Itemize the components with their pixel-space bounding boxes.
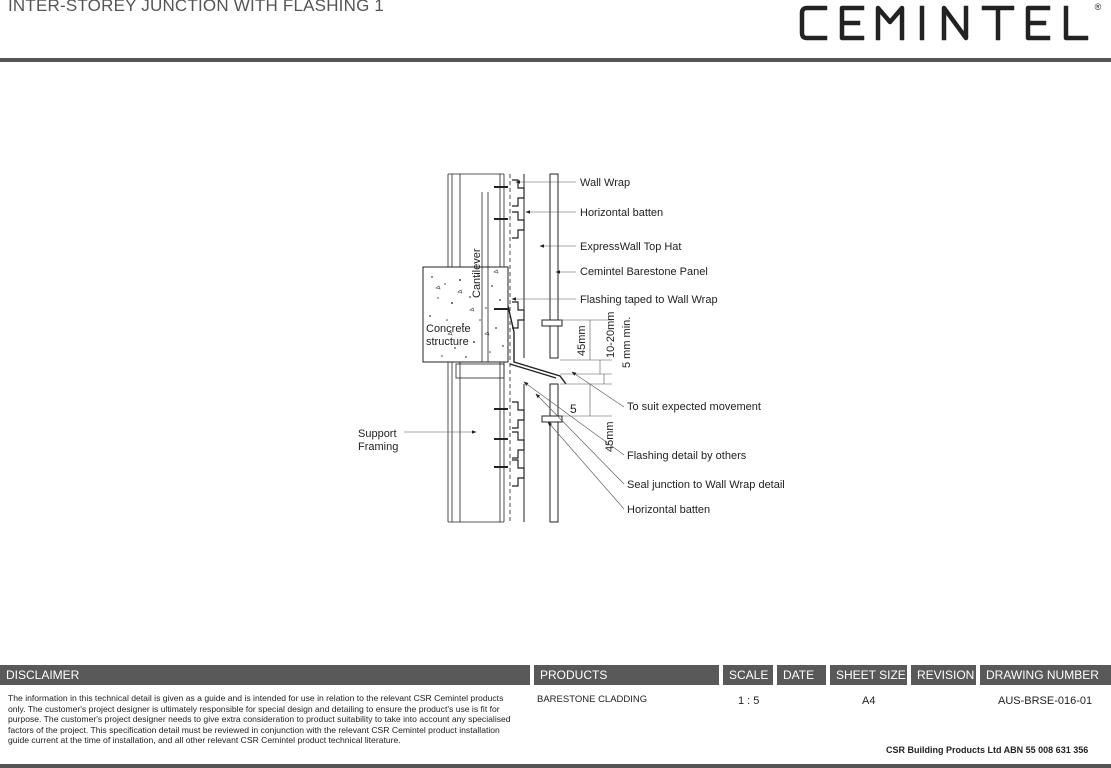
barestone-panels	[523, 173, 559, 523]
label-wall-wrap: Wall Wrap	[580, 177, 630, 189]
drawing-number-value: AUS-BRSE-016-01	[998, 695, 1093, 707]
header-divider	[0, 58, 1111, 62]
disclaimer-header: DISCLAIMER	[0, 665, 530, 685]
top-hats-lower	[512, 401, 525, 487]
footer-divider	[0, 764, 1111, 768]
label-barestone-panel: Cemintel Barestone Panel	[580, 266, 708, 278]
leader-lines	[404, 180, 625, 510]
dimension-lines	[560, 319, 612, 417]
construction-detail-svg: Wall Wrap Horizontal batten ExpressWall …	[358, 173, 785, 523]
label-horizontal-batten-top: Horizontal batten	[580, 207, 663, 219]
concrete-slab	[422, 266, 509, 363]
upper-framing	[447, 173, 505, 267]
cemintel-logo: ®	[798, 0, 1104, 44]
label-seal-junction: Seal junction to Wall Wrap detail	[627, 479, 785, 491]
label-concrete-line1: Concrete	[426, 323, 471, 335]
drawing-title: INTER-STOREY JUNCTION WITH FLASHING 1	[8, 0, 385, 15]
registered-mark: ®	[1095, 2, 1102, 12]
products-value: BARESTONE CLADDING	[537, 694, 648, 705]
cantilever	[481, 192, 489, 362]
label-dim-45-top: 45mm	[576, 325, 588, 356]
revision-header: REVISION	[911, 665, 976, 685]
label-support-line1: Support	[358, 428, 397, 440]
label-flashing-taped: Flashing taped to Wall Wrap	[580, 294, 718, 306]
sheet-size-value: A4	[862, 695, 876, 707]
flashing	[507, 305, 567, 385]
label-dim-10-20: 10-20mm	[605, 312, 617, 358]
scale-header: SCALE	[723, 665, 773, 685]
lower-framing	[447, 362, 505, 523]
label-to-suit-movement: To suit expected movement	[627, 401, 761, 413]
cemintel-logo-graphic: ®	[799, 2, 1102, 41]
drawing-number-header: DRAWING NUMBER	[980, 665, 1111, 685]
label-horizontal-batten-bottom: Horizontal batten	[627, 504, 710, 516]
label-flashing-detail: Flashing detail by others	[627, 450, 747, 462]
date-header: DATE	[777, 665, 826, 685]
label-dim-45-bottom: 45mm	[604, 421, 616, 452]
scale-value: 1 : 5	[738, 695, 760, 707]
top-hats-upper	[512, 179, 525, 329]
label-expresswall-top-hat: ExpressWall Top Hat	[580, 241, 681, 253]
disclaimer-text: The information in this technical detail…	[8, 693, 511, 745]
label-dim-5min: 5 mm min.	[621, 317, 633, 368]
sheet-size-header: SHEET SIZE	[830, 665, 907, 685]
label-marker-5: 5	[570, 402, 577, 416]
label-cantilever: Cantilever	[471, 248, 483, 298]
label-concrete-line2: structure	[426, 336, 469, 348]
fixings	[494, 186, 508, 468]
company-abn: CSR Building Products Ltd ABN 55 008 631…	[886, 745, 1089, 755]
products-header: PRODUCTS	[534, 665, 719, 685]
section-drawing: Wall Wrap Horizontal batten ExpressWall …	[0, 62, 1111, 662]
label-support-line2: Framing	[358, 441, 398, 453]
